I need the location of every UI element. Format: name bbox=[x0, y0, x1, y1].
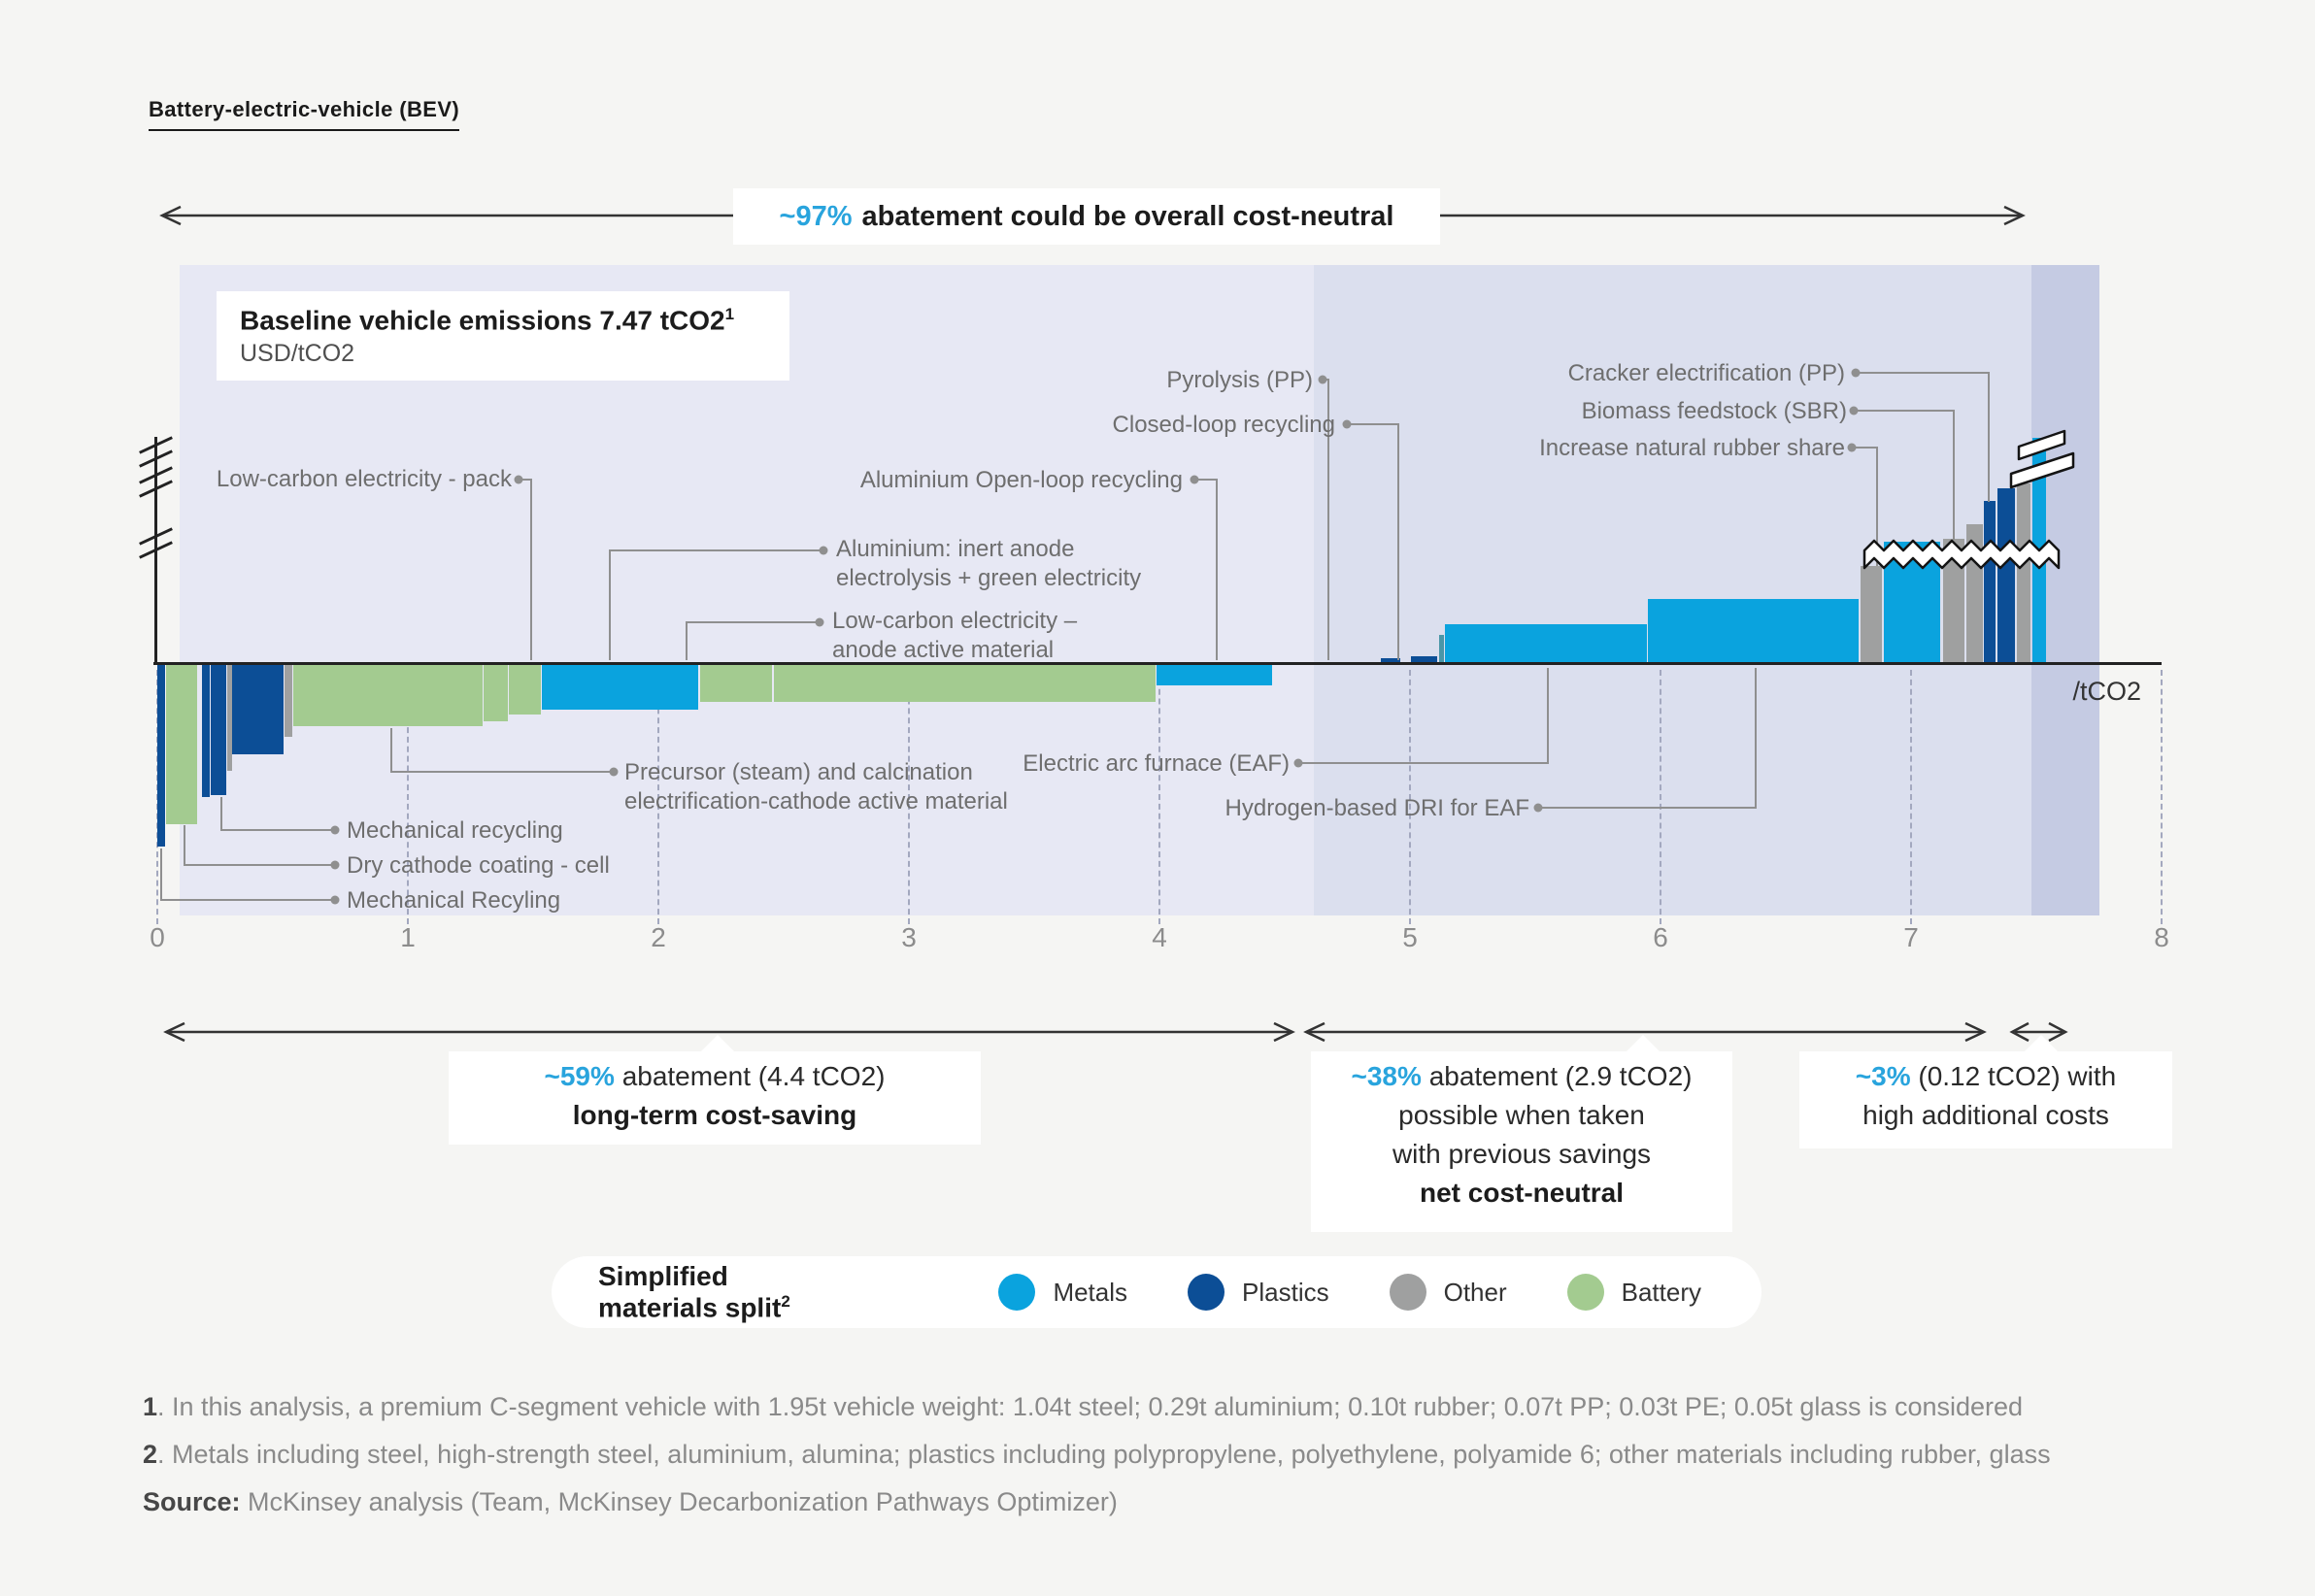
bar-segment bbox=[773, 664, 1157, 702]
bar-segment bbox=[1445, 624, 1647, 664]
label-low-carbon-electricity-pack: Low-carbon electricity - pack bbox=[216, 466, 512, 492]
label-electric-arc-furnace: Electric arc furnace (EAF) bbox=[1023, 750, 1290, 777]
x-tick-label: 8 bbox=[2154, 922, 2169, 952]
bar-segment bbox=[1996, 488, 2016, 664]
source-line: Source: McKinsey analysis (Team, McKinse… bbox=[143, 1487, 1118, 1516]
legend-item-plastics: Plastics bbox=[1188, 1274, 1329, 1311]
annotation-pointer bbox=[700, 1035, 735, 1052]
label-pyrolysis: Pyrolysis (PP) bbox=[1166, 367, 1313, 393]
x-gridline bbox=[2161, 670, 2163, 924]
top-annotation-text: abatement could be overall cost-neutral bbox=[861, 200, 1394, 232]
baseline-line1: Baseline vehicle emissions 7.47 tCO2 bbox=[240, 305, 725, 336]
x-gridline bbox=[1910, 670, 1912, 924]
annotation-pointer bbox=[1626, 1035, 1661, 1052]
legend-item-label: Other bbox=[1443, 1277, 1507, 1307]
bar-segment bbox=[483, 664, 508, 721]
x-tick-label: 6 bbox=[1653, 922, 1668, 952]
x-axis-baseline bbox=[153, 662, 2162, 665]
label-aluminium-inert-anode: Aluminium: inert anode electrolysis + gr… bbox=[836, 536, 1142, 591]
bar-segment bbox=[1439, 635, 1445, 664]
legend-item-label: Metals bbox=[1053, 1277, 1128, 1307]
y-axis-line bbox=[154, 437, 157, 665]
x-gridline bbox=[657, 670, 659, 924]
legend-item-label: Plastics bbox=[1242, 1277, 1329, 1307]
annotation-3pct: ~3% (0.12 tCO2) with high additional cos… bbox=[1799, 1051, 2172, 1148]
bar-segment bbox=[2016, 483, 2031, 664]
label-hydrogen-dri: Hydrogen-based DRI for EAF bbox=[1225, 795, 1529, 821]
plastics-swatch-icon bbox=[1188, 1274, 1225, 1311]
label-dry-cathode-coating: Dry cathode coating - cell bbox=[347, 852, 610, 879]
legend-item-other: Other bbox=[1389, 1274, 1507, 1311]
label-closed-loop-recycling: Closed-loop recycling bbox=[1112, 412, 1335, 438]
bar-segment bbox=[1411, 656, 1437, 664]
bar-segment bbox=[2032, 438, 2046, 664]
bar-segment bbox=[165, 664, 198, 824]
bar-segment bbox=[1965, 524, 1983, 664]
bar-segment bbox=[285, 664, 292, 737]
bar-segment bbox=[292, 664, 483, 726]
label-natural-rubber-share: Increase natural rubber share bbox=[1539, 435, 1845, 461]
top-annotation: ~97% abatement could be overall cost-neu… bbox=[733, 188, 1440, 245]
bar-segment bbox=[1984, 501, 1996, 664]
x-tick-label: 1 bbox=[400, 922, 416, 952]
bar-segment bbox=[232, 664, 284, 754]
bar-segment bbox=[157, 664, 166, 847]
footnote-2: 2. Metals including steel, high-strength… bbox=[143, 1440, 2051, 1469]
bar-segment bbox=[1883, 542, 1941, 664]
legend-title: Simplified materials split2 bbox=[598, 1260, 790, 1323]
x-axis-unit-label: /tCO2 bbox=[2072, 677, 2141, 706]
legend-item-label: Battery bbox=[1621, 1277, 1701, 1307]
battery-swatch-icon bbox=[1566, 1274, 1604, 1311]
label-cracker-electrification: Cracker electrification (PP) bbox=[1567, 360, 1845, 386]
bar-segment bbox=[1157, 664, 1273, 685]
x-tick-label: 0 bbox=[150, 922, 165, 952]
label-aluminium-open-loop: Aluminium Open-loop recycling bbox=[859, 467, 1183, 493]
other-swatch-icon bbox=[1389, 1274, 1426, 1311]
legend: Simplified materials split2 Metals Plasti… bbox=[552, 1256, 1761, 1328]
x-tick-label: 4 bbox=[1152, 922, 1167, 952]
x-tick-label: 7 bbox=[1903, 922, 1919, 952]
x-tick-label: 5 bbox=[1402, 922, 1418, 952]
annotation-38pct: ~38% abatement (2.9 tCO2) possible when … bbox=[1311, 1051, 1732, 1232]
annotation-pointer bbox=[2024, 1035, 2059, 1052]
page-title: Battery-electric-vehicle (BEV) bbox=[149, 97, 460, 131]
bar-segment bbox=[542, 664, 699, 710]
legend-items: Metals Plastics Other Battery bbox=[998, 1274, 1761, 1311]
legend-item-metals: Metals bbox=[998, 1274, 1127, 1311]
x-gridline bbox=[1158, 670, 1160, 924]
bar-segment bbox=[201, 664, 210, 797]
x-tick-label: 2 bbox=[651, 922, 666, 952]
baseline-footnote-marker: 1 bbox=[724, 305, 735, 323]
footnote-1: 1. In this analysis, a premium C-segment… bbox=[143, 1392, 2024, 1421]
bar-segment bbox=[226, 664, 232, 771]
x-gridline bbox=[407, 670, 409, 924]
label-biomass-feedstock: Biomass feedstock (SBR) bbox=[1581, 398, 1847, 424]
x-gridline bbox=[1660, 670, 1661, 924]
x-tick-label: 3 bbox=[901, 922, 917, 952]
label-precursor-calcination: Precursor (steam) and calcination electr… bbox=[624, 759, 1008, 815]
bar-segment bbox=[1381, 658, 1401, 664]
x-gridline bbox=[1409, 670, 1411, 924]
bar-segment bbox=[508, 664, 542, 715]
bar-segment bbox=[211, 664, 227, 795]
x-gridline bbox=[908, 670, 910, 924]
label-mechanical-recycling: Mechanical recycling bbox=[347, 817, 563, 844]
metals-swatch-icon bbox=[998, 1274, 1036, 1311]
baseline-unit: USD/tCO2 bbox=[240, 340, 355, 368]
legend-item-battery: Battery bbox=[1566, 1274, 1701, 1311]
bar-segment bbox=[1943, 539, 1964, 664]
bar-segment bbox=[1648, 599, 1859, 664]
baseline-emissions-box: Baseline vehicle emissions 7.47 tCO21 US… bbox=[217, 291, 789, 381]
top-annotation-percent: ~97% bbox=[779, 200, 853, 232]
bar-segment bbox=[1861, 566, 1882, 664]
bar-segment bbox=[699, 664, 773, 702]
annotation-59pct: ~59% abatement (4.4 tCO2) long-term cost… bbox=[449, 1051, 981, 1145]
label-mechanical-recyling: Mechanical Recyling bbox=[347, 887, 561, 914]
label-low-carbon-electricity-anode: Low-carbon electricity – anode active ma… bbox=[832, 608, 1078, 663]
